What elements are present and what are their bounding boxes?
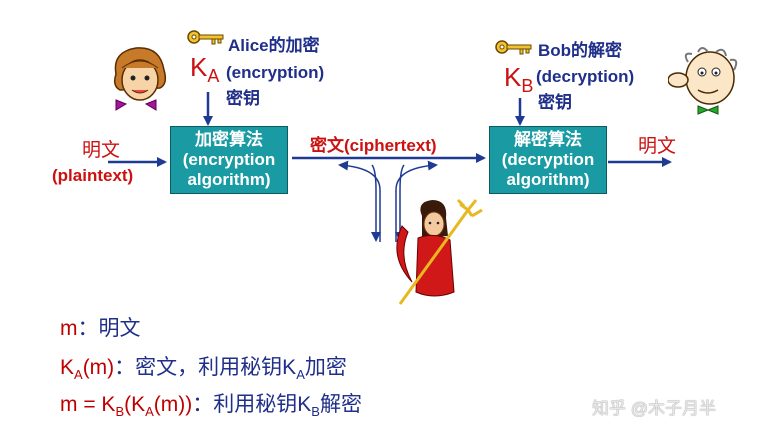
ciphertext-label: 密文(ciphertext)	[310, 135, 437, 156]
key-icon	[186, 26, 226, 48]
bob-key-cn: 密钥	[538, 92, 572, 113]
decryption-box-cn: 解密算法	[490, 130, 606, 150]
note-line-2: KA(m)：密文，利用秘钥KA加密	[60, 352, 347, 391]
decryption-box-en1: (decryption	[490, 150, 606, 170]
alice-key-title: Alice的加密	[228, 35, 320, 56]
plaintext-out-cn: 明文	[638, 136, 676, 157]
note-line-1: m：明文	[60, 313, 141, 345]
key-a-label: KA	[190, 52, 219, 87]
alice-key-encryption: (encryption)	[226, 62, 324, 83]
alice-key-cn: 密钥	[226, 88, 260, 109]
trudy-devil-icon	[388, 196, 488, 308]
watermark: 知乎 @木子月半	[592, 394, 716, 419]
encryption-box-en1: (encryption	[171, 150, 287, 170]
plaintext-in-cn: 明文	[82, 140, 120, 161]
key-b-label: KB	[504, 62, 533, 97]
note-line-3: m = KB(KA(m))：利用秘钥KB解密	[60, 389, 362, 428]
bob-key-decryption: (decryption)	[536, 66, 634, 87]
tap-left-curve	[340, 165, 380, 242]
encryption-algorithm-box: 加密算法 (encryption algorithm)	[170, 126, 288, 194]
encryption-box-cn: 加密算法	[171, 130, 287, 150]
decryption-algorithm-box: 解密算法 (decryption algorithm)	[489, 126, 607, 194]
plaintext-in-en: (plaintext)	[52, 165, 133, 186]
bob-face-icon	[668, 46, 744, 116]
decryption-box-en2: algorithm)	[490, 170, 606, 190]
key-icon	[494, 36, 534, 58]
encryption-box-en2: algorithm)	[171, 170, 287, 190]
bob-key-title: Bob的解密	[538, 40, 622, 61]
alice-face-icon	[108, 44, 170, 114]
